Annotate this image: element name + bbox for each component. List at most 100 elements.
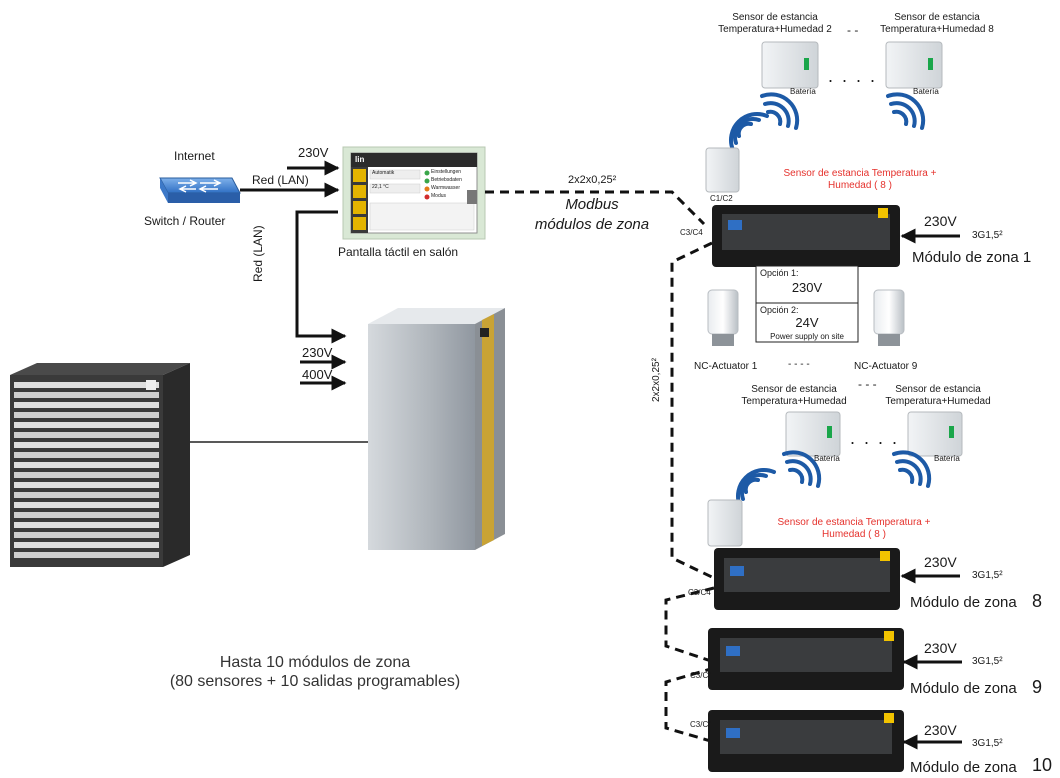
separator-dots-2: . . . . — [850, 428, 900, 448]
louver-slat — [14, 422, 159, 428]
module-8-label: Módulo de zona — [910, 594, 1017, 611]
louver-slat — [14, 482, 159, 488]
module-8-c3c4: C3/C4 — [688, 588, 711, 597]
option-2-note: Power supply on site — [770, 332, 844, 341]
module-10-label: Módulo de zona — [910, 759, 1017, 776]
module-8-cable: 3G1,5² — [972, 570, 1003, 581]
module-9-number: 9 — [1032, 677, 1043, 697]
screen-menu-1: Einstellungen — [431, 169, 462, 175]
screen-power-label: 230V — [298, 145, 329, 160]
louver-slat — [14, 412, 159, 418]
option-2-title: Opción 2: — [760, 305, 799, 315]
bus-line-2 — [664, 586, 715, 664]
louver-slat — [14, 512, 159, 518]
wifi-icon — [760, 92, 800, 130]
battery-label: Batería — [814, 454, 840, 463]
sensor-red-note: Sensor de estancia Temperatura + Humedad… — [783, 168, 937, 191]
zone-module-8 — [714, 548, 900, 610]
actuator-dashes: - - - - — [788, 359, 810, 370]
room-sensor-8 — [885, 41, 943, 89]
module-1-label: Módulo de zona 1 — [912, 249, 1032, 266]
battery-label: Batería — [790, 87, 816, 96]
module-10-cable: 3G1,5² — [972, 738, 1003, 749]
modbus-subtitle: módulos de zona — [534, 216, 650, 233]
battery-label: Batería — [934, 454, 960, 463]
switch-router-icon — [159, 177, 241, 203]
sensor-b-label: Sensor de estancia Temperatura+Humedad — [885, 384, 991, 407]
louver-slat — [14, 432, 159, 438]
c1c2-label: C1/C2 — [710, 194, 733, 203]
module-1-power: 230V — [924, 213, 957, 229]
module-9-c3c4: C3/C4 — [690, 671, 713, 680]
louver-slat — [14, 552, 159, 558]
switch-router-label: Switch / Router — [144, 214, 226, 228]
actuator-9 — [873, 289, 905, 346]
module-1-cable: 3G1,5² — [972, 230, 1003, 241]
sensor-2-label: Sensor de estancia Temperatura+Humedad 2 — [718, 12, 832, 35]
louver-slat — [14, 532, 159, 538]
options-box — [755, 265, 859, 343]
option-2-value: 24V — [795, 315, 819, 330]
louver-slat — [14, 452, 159, 458]
actuator-1-label: NC-Actuator 1 — [694, 361, 758, 372]
louver-slat — [14, 382, 159, 388]
wireless-receiver — [705, 147, 740, 193]
screen-auto: Automatik — [372, 170, 395, 176]
touch-screen — [342, 146, 486, 240]
room-sensor-a — [785, 411, 841, 457]
lan-label: Red (LAN) — [252, 173, 309, 187]
separator-dashes: - - — [847, 23, 859, 37]
zone-module-9 — [708, 628, 904, 690]
zone-module-1 — [712, 205, 900, 267]
sensor-8-label: Sensor de estancia Temperatura+Humedad 8 — [880, 12, 994, 35]
module-10-c3c4: C3/C4 — [690, 720, 713, 729]
touch-screen-label: Pantalla táctil en salón — [338, 245, 459, 259]
heatpump-230-label: 230V — [302, 345, 333, 360]
wifi-icon — [892, 450, 932, 488]
module-9-cable: 3G1,5² — [972, 656, 1003, 667]
wifi-icon — [736, 468, 776, 508]
louver-slat — [14, 392, 159, 398]
louver-slat — [14, 442, 159, 448]
module-10-number: 10 — [1032, 755, 1053, 775]
louver-slat — [14, 462, 159, 468]
modbus-title: Modbus — [565, 196, 619, 213]
option-1-value: 230V — [791, 280, 823, 295]
module-8-power: 230V — [924, 554, 957, 570]
separator-dashes-2: - - - — [858, 377, 877, 391]
bus-line-3 — [664, 666, 715, 744]
lan-arrow-heatpump — [295, 210, 347, 344]
heatpump-400-label: 400V — [302, 367, 333, 382]
battery-label: Batería — [913, 87, 939, 96]
zone-module-10 — [708, 710, 904, 772]
vertical-cable-label: 2x2x0,25² — [651, 358, 662, 402]
room-sensor-2 — [761, 41, 819, 89]
louver-slat — [14, 472, 159, 478]
summary-line-2: (80 sensores + 10 salidas programables) — [169, 673, 461, 690]
bus-line-1 — [670, 241, 715, 580]
louver-slat — [14, 522, 159, 528]
lan-vertical-label: Red (LAN) — [251, 225, 265, 282]
wifi-icon — [729, 112, 769, 152]
summary-line-1: Hasta 10 módulos de zona — [219, 654, 411, 671]
actuator-9-label: NC-Actuator 9 — [854, 361, 918, 372]
screen-menu-2: Betriebsdaten — [431, 177, 462, 183]
actuator-1 — [707, 289, 739, 346]
screen-logo: lin — [355, 155, 365, 164]
modbus-cable — [485, 190, 706, 226]
louver-slat — [14, 502, 159, 508]
internet-label: Internet — [174, 149, 215, 163]
module-10-power: 230V — [924, 722, 957, 738]
option-1-title: Opción 1: — [760, 268, 799, 278]
sensor-red-note-2: Sensor de estancia Temperatura + Humedad… — [777, 517, 931, 540]
wireless-receiver-2 — [707, 499, 743, 547]
heat-pump-indoor-unit — [368, 308, 505, 550]
louver-slat — [14, 492, 159, 498]
sensor-a-label: Sensor de estancia Temperatura+Humedad — [741, 384, 847, 407]
module-9-power: 230V — [924, 640, 957, 656]
wifi-icon — [886, 92, 926, 130]
c3c4-label: C3/C4 — [680, 228, 703, 237]
module-8-number: 8 — [1032, 591, 1043, 611]
wifi-icon — [782, 450, 822, 488]
